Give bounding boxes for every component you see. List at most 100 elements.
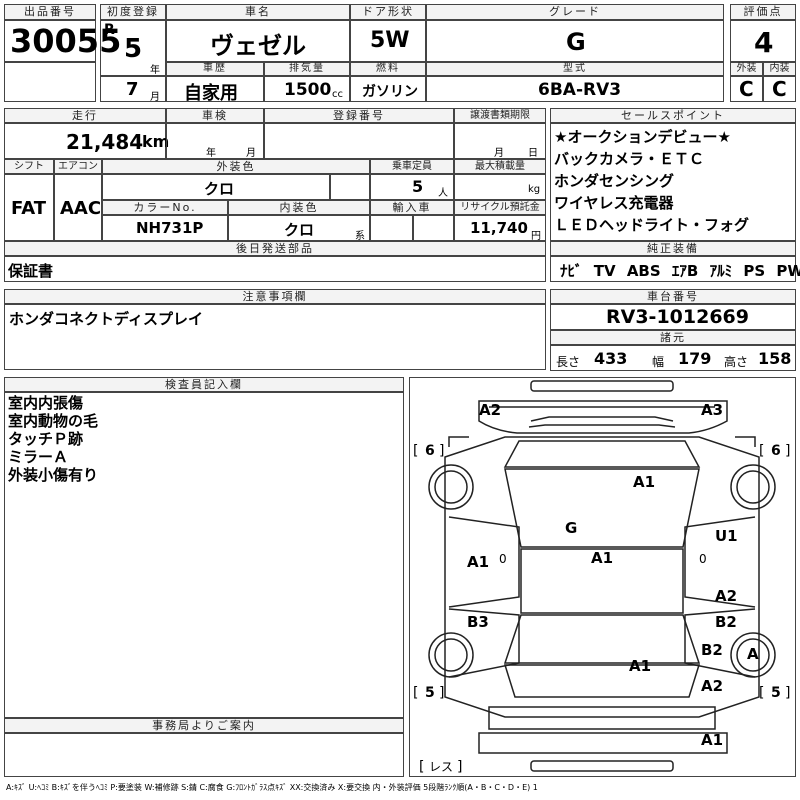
svg-text:]: ] — [457, 759, 462, 775]
import-divider — [412, 215, 414, 241]
door-header: ドア形状 — [350, 4, 426, 20]
equip-navi: ﾅﾋﾞ — [560, 262, 583, 280]
recycle-header: リサイクル預託金 — [454, 200, 546, 215]
mileage-value: 21,484 — [66, 130, 144, 154]
capacity-header: 乗車定員 — [370, 159, 454, 174]
grade-header: グレード — [426, 4, 724, 20]
deadline-month-unit: 月 — [494, 148, 504, 159]
equip-airbag: ｴｱB — [671, 262, 699, 280]
first-reg-box — [100, 20, 166, 76]
equipment-list: ﾅﾋﾞ TV ABS ｴｱB ｱﾙﾐ PS PW — [560, 260, 800, 281]
mark-qtr-r: B2 — [701, 641, 723, 659]
int-color-value: クロ — [284, 221, 315, 239]
notes-box — [4, 304, 546, 370]
reg-no-box — [264, 123, 454, 159]
max-load-header: 最大積載量 — [454, 159, 546, 174]
exterior-header: 外装 — [730, 62, 763, 76]
sales-point-item: ★オークションデビュー★ — [554, 128, 731, 146]
mark-door-r-up: U1 — [715, 527, 738, 545]
era: R — [104, 22, 115, 38]
diagram-box — [409, 377, 796, 777]
reg-year: 5 — [124, 34, 143, 64]
inspector-notes: 室内内張傷 室内動物の毛 タッチＰ跡 ミラーＡ 外装小傷有り — [8, 394, 98, 484]
int-color-box — [228, 215, 370, 241]
inspector-note: タッチＰ跡 — [8, 430, 84, 448]
recycle-box — [454, 215, 546, 241]
score-header: 評価点 — [730, 4, 796, 20]
interior-box — [763, 76, 796, 102]
chassis-value: RV3-1012669 — [606, 306, 749, 328]
aircon-value: AAC — [60, 198, 102, 219]
exterior-box — [730, 76, 763, 102]
notes-header: 注意事項欄 — [4, 289, 546, 304]
history-header: 車歴 — [166, 62, 264, 76]
svg-text:[: [ — [759, 443, 764, 459]
svg-text:[: [ — [413, 443, 418, 459]
import-header: 輸入車 — [370, 200, 454, 215]
tire-fr: 6 — [771, 443, 781, 459]
legend: A:ｷｽﾞ U:ﾍｺﾐ B:ｷｽﾞを伴うﾍｺﾐ P:要塗装 W:補修跡 S:錆 … — [6, 783, 538, 792]
car-name-box — [166, 20, 350, 62]
notes-value: ホンダコネクトディスプレイ — [9, 310, 203, 328]
mark-door-l: A1 — [467, 553, 489, 571]
inspector-note: 外装小傷有り — [8, 466, 99, 484]
inspector-box — [4, 392, 404, 718]
equip-pw: PW — [776, 262, 800, 280]
sales-point-item: ＬＥＤヘッドライト・フォグ — [554, 216, 750, 234]
spare-less: レス — [429, 760, 453, 774]
specs-box — [550, 345, 796, 371]
recycle-value: 11,740 — [470, 219, 528, 237]
svg-text:[: [ — [419, 759, 424, 775]
deadline-box — [454, 123, 546, 159]
mark-rear-bumper: A1 — [701, 731, 723, 749]
inspector-note: 室内内張傷 — [8, 394, 84, 412]
month-unit: 月 — [150, 92, 160, 103]
history-box — [166, 76, 264, 102]
later-docs-value: 保証書 — [8, 262, 54, 280]
mark-rear-l: B3 — [467, 613, 489, 631]
lot-no-empty — [4, 62, 96, 102]
mark-trunk: A1 — [629, 657, 651, 675]
sales-points-list: ★オークションデビュー★ バックカメラ・ＥＴＣ ホンダセンシング ワイヤレス充電… — [554, 126, 749, 236]
later-docs-box — [4, 256, 546, 282]
width-label: 幅 — [652, 355, 665, 369]
chassis-header: 車台番号 — [550, 289, 796, 304]
reg-month: 7 — [126, 79, 139, 100]
svg-text:]: ] — [785, 443, 790, 459]
specs-header: 諸元 — [550, 330, 796, 345]
width-value: 179 — [678, 349, 712, 368]
svg-text:]: ] — [439, 443, 444, 459]
mark-a2-top: A2 — [479, 401, 501, 419]
mark-bumper-r: A2 — [701, 677, 723, 695]
tire-rl: 5 — [425, 685, 435, 701]
inspector-note: 室内動物の毛 — [8, 412, 99, 430]
aircon-header: エアコン — [54, 159, 102, 174]
lot-no-header: 出品番号 — [4, 4, 96, 20]
mark-roof: A1 — [591, 549, 613, 567]
mileage-box — [4, 123, 166, 159]
color-no-value: NH731P — [136, 219, 204, 237]
first-reg-header: 初度登録 — [100, 4, 166, 20]
shift-box — [4, 174, 54, 241]
month-box — [100, 76, 166, 102]
year-unit: 年 — [150, 65, 160, 76]
fuel-header: 燃料 — [350, 62, 426, 76]
displacement-box — [264, 76, 350, 102]
color-no-box — [102, 215, 228, 241]
height-label: 高さ — [724, 355, 749, 369]
int-color-suffix: 系 — [355, 231, 365, 242]
car-name-header: 車名 — [166, 4, 350, 20]
grade-value: G — [566, 28, 586, 56]
color-no-header: カラーNo. — [102, 200, 228, 215]
model-code-box — [426, 76, 724, 102]
door-value: 5W — [370, 28, 410, 53]
equip-tv: TV — [593, 262, 616, 280]
capacity-unit: 人 — [438, 188, 448, 199]
mileage-header: 走行 — [4, 108, 166, 123]
door-box — [350, 20, 426, 62]
svg-text:[: [ — [759, 685, 764, 701]
mark-a3-top: A3 — [701, 401, 723, 419]
capacity-box — [370, 174, 454, 200]
svg-text:]: ] — [785, 685, 790, 701]
int-color-header: 内装色 — [228, 200, 370, 215]
